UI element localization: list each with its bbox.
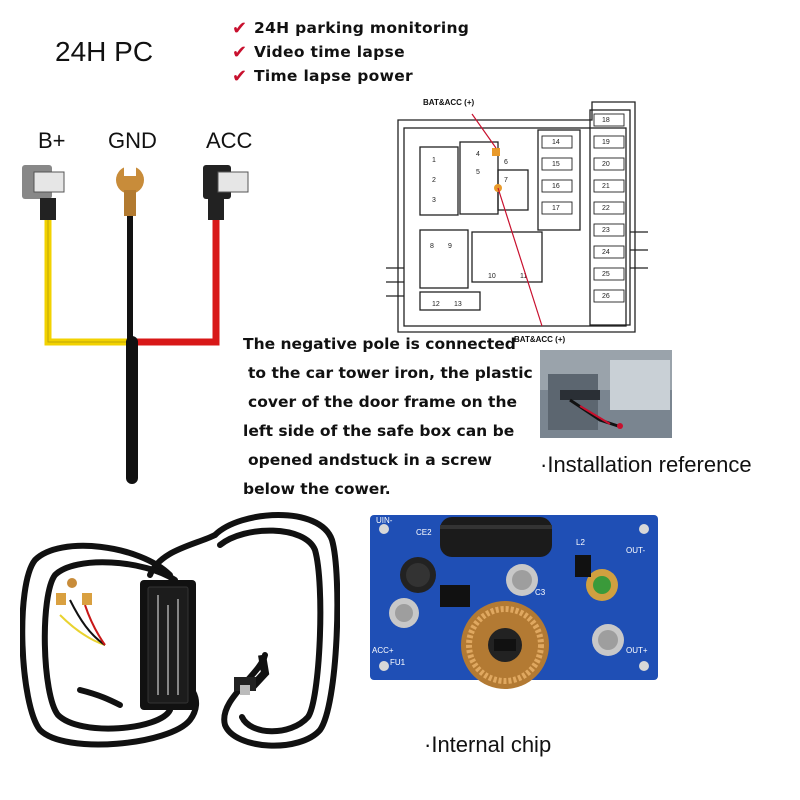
feature-item: ✔Time lapse power [232, 65, 413, 87]
installation-caption: ·Installation reference [540, 452, 752, 477]
acc-connector-icon [203, 165, 249, 220]
b-plus-wire [44, 220, 130, 346]
connector-icon [82, 593, 92, 605]
ic-chip [575, 555, 591, 577]
fuse-number: 8 [430, 243, 434, 250]
pcb-label: CE2 [416, 528, 432, 537]
feature-list: ✔24H parking monitoring ✔Video time laps… [232, 16, 469, 88]
fuse-number: 12 [432, 301, 440, 308]
pcb-label: UIN- [376, 516, 393, 525]
fuse-number: 4 [476, 151, 480, 158]
fuse-number: 15 [552, 161, 560, 168]
fuse-number: 2 [432, 177, 436, 184]
mini-usb-plug-icon [234, 654, 270, 695]
check-icon: ✔ [232, 65, 248, 87]
fuse-number: 19 [602, 139, 610, 146]
fuse-number: 1 [432, 157, 436, 164]
note-line: below the cower. [243, 480, 391, 498]
fuse-number: 7 [504, 177, 508, 184]
note-line: opened andstuck in a screw [248, 451, 492, 469]
ic-chip [440, 585, 470, 607]
fuse-label-top: BAT&ACC (+) [423, 98, 475, 107]
fuse-box-diagram: 18 19 20 21 22 23 24 25 26 14 15 16 17 7… [386, 101, 648, 333]
fuse-number: 20 [602, 161, 610, 168]
fuse-number: 18 [602, 117, 610, 124]
pcb-label: C3 [535, 588, 546, 597]
wire-harness-illustration [22, 160, 249, 484]
converter-box [140, 580, 196, 710]
note-line: The negative pole is connected [243, 335, 516, 353]
installation-photo [540, 350, 672, 438]
wire-label-b-plus: B+ [38, 128, 66, 153]
pcb-label: OUT+ [626, 646, 648, 655]
check-icon: ✔ [232, 41, 248, 63]
ring-terminal-icon [67, 578, 77, 588]
fuse-number: 13 [454, 301, 462, 308]
fuse-label-bottom: BAT&ACC (+) [514, 335, 566, 344]
left-cable-loop [20, 542, 199, 748]
connector-icon [56, 593, 66, 605]
gnd-ring-terminal-icon [116, 160, 144, 216]
acc-wire [134, 220, 220, 346]
capacitor [440, 517, 552, 557]
pcb-label: ACC+ [372, 646, 394, 655]
pointer-line [471, 113, 497, 149]
fuse-number: 11 [520, 273, 527, 280]
check-icon: ✔ [232, 17, 248, 39]
right-cable-loop [212, 512, 340, 749]
pcb-label: OUT- [626, 546, 645, 555]
fuse-number: 17 [552, 205, 560, 212]
fuse-number: 23 [602, 227, 610, 234]
fuse-number: 26 [602, 293, 610, 300]
wire-label-gnd: GND [108, 128, 157, 153]
fuse-number: 6 [504, 159, 508, 166]
wire-label-acc: ACC [206, 128, 253, 153]
fuse-number: 14 [552, 139, 560, 146]
feature-item: ✔24H parking monitoring [232, 17, 470, 39]
fuse-number: 25 [602, 271, 610, 278]
note-line: to the car tower iron, the plastic [248, 364, 533, 382]
b-plus-connector-icon [22, 165, 65, 220]
hardwire-kit-illustration [20, 512, 340, 749]
fuse-number: 21 [602, 183, 610, 190]
chip-caption: ·Internal chip [424, 732, 552, 757]
feature-item: ✔Video time lapse [232, 41, 405, 63]
product-title: 24H PC [55, 36, 154, 67]
fuse-number: 9 [448, 243, 452, 250]
pointer-line [497, 187, 543, 327]
fuse-number: 16 [552, 183, 560, 190]
pcb-label: FU1 [390, 658, 406, 667]
note-line: cover of the door frame on the [248, 393, 518, 411]
fuse-number: 24 [602, 249, 610, 256]
fuse-number: 3 [432, 197, 436, 204]
installation-note: The negative pole is connected to the ca… [243, 330, 543, 504]
fuse-number: 10 [488, 273, 496, 280]
pcb-label: L2 [576, 538, 585, 547]
internal-chip-pcb: UIN- CE2 L2 C3 ACC+ FU1 OUT- OUT+ [370, 515, 658, 689]
note-line: left side of the safe box can be [243, 422, 515, 440]
fuse-number: 22 [602, 205, 610, 212]
fuse-number: 5 [476, 169, 480, 176]
fuse-highlight [492, 148, 500, 156]
